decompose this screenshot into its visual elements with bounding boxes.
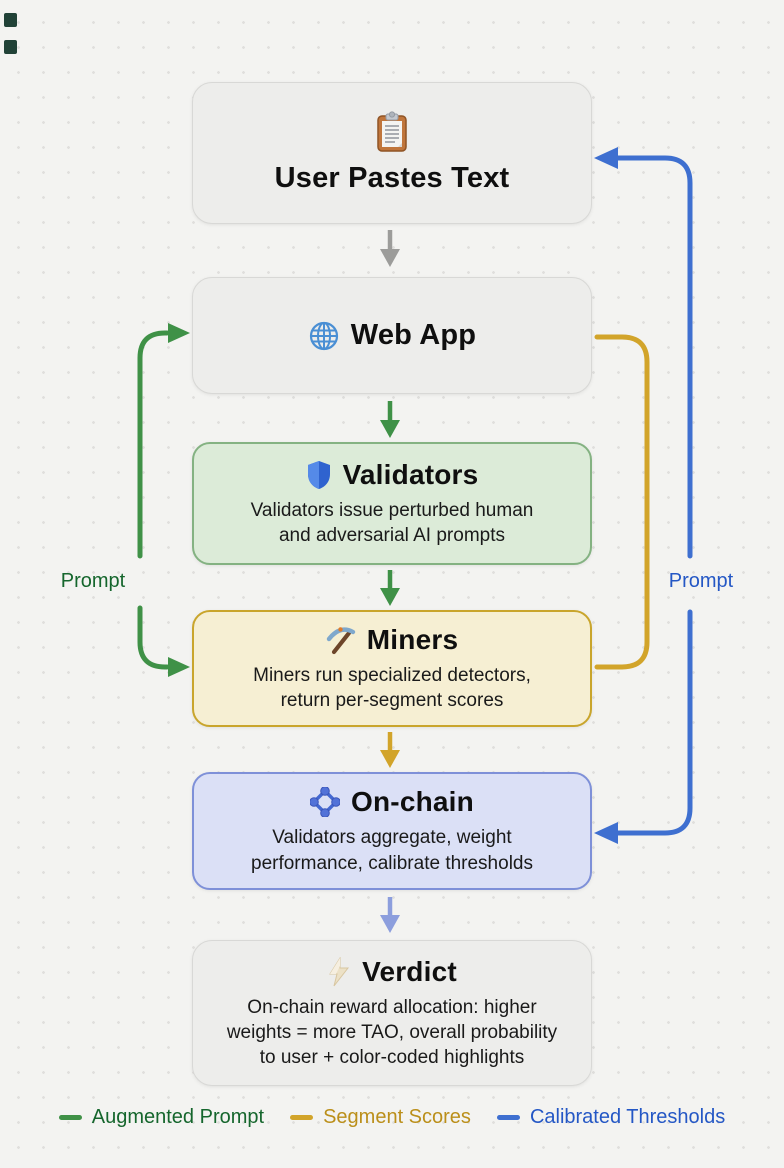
legend-label: Augmented Prompt xyxy=(91,1106,265,1128)
chain-node-icon xyxy=(310,787,341,818)
arrowhead-down-icon xyxy=(380,420,400,438)
edge-miners-to-onchain xyxy=(380,732,400,768)
legend-dash-icon xyxy=(290,1114,314,1121)
edge-segment-scores-right xyxy=(594,334,650,670)
legend-label: Calibrated Thresholds xyxy=(529,1106,726,1128)
node-title: User Pastes Text xyxy=(274,162,510,194)
node-validators: Validators Validators issue perturbed hu… xyxy=(192,442,592,565)
node-verdict: Verdict On-chain reward allocation: high… xyxy=(192,940,592,1086)
node-on-chain: On-chain Validators aggregate, weight pe… xyxy=(192,772,592,890)
node-title: Verdict xyxy=(362,955,457,987)
clipboard-icon xyxy=(374,111,410,153)
edge-augmented-prompt-left xyxy=(137,323,190,677)
node-title: On-chain xyxy=(351,786,474,818)
corner-mark xyxy=(4,40,17,54)
arrowhead-left-icon xyxy=(594,147,618,169)
node-subtitle: Miners run specialized detectors, return… xyxy=(253,664,531,711)
legend-dash-icon xyxy=(58,1114,82,1121)
node-web-app: Web App xyxy=(192,277,592,394)
edge-label-prompt-left: Prompt xyxy=(60,570,126,592)
legend-dash-icon xyxy=(496,1114,520,1121)
arrowhead-down-icon xyxy=(380,750,400,768)
edge-label-prompt-right: Prompt xyxy=(668,570,734,592)
node-subtitle: On-chain reward allocation: higher weigh… xyxy=(226,996,558,1069)
node-title: Validators xyxy=(342,458,479,490)
legend-item-segment-scores: Segment Scores xyxy=(290,1106,471,1129)
legend: Augmented Prompt Segment Scores Calibrat… xyxy=(0,1106,784,1129)
arrowhead-down-icon xyxy=(380,249,400,267)
arrowhead-down-icon xyxy=(380,588,400,606)
node-user-pastes-text: User Pastes Text xyxy=(192,82,592,224)
arrowhead-right-icon xyxy=(168,323,190,343)
arrowhead-down-icon xyxy=(380,915,400,933)
edge-calibrated-thresholds-right xyxy=(594,147,693,844)
node-subtitle: Validators aggregate, weight performance… xyxy=(251,827,533,874)
edge-onchain-to-verdict xyxy=(380,897,400,933)
shield-icon xyxy=(306,460,332,490)
legend-item-augmented-prompt: Augmented Prompt xyxy=(58,1106,265,1129)
lightning-icon xyxy=(327,956,351,987)
legend-label: Segment Scores xyxy=(323,1106,471,1128)
node-title: Web App xyxy=(350,319,477,351)
arrowhead-right-icon xyxy=(168,657,190,677)
node-miners: Miners Miners run specialized detectors,… xyxy=(192,610,592,727)
edge-validators-to-miners xyxy=(380,570,400,606)
edge-user-to-webapp xyxy=(380,230,400,267)
node-title: Miners xyxy=(366,623,459,655)
edge-webapp-to-validators xyxy=(380,401,400,438)
pickaxe-icon xyxy=(326,625,356,655)
legend-item-calibrated-thresholds: Calibrated Thresholds xyxy=(496,1106,726,1129)
node-subtitle: Validators issue perturbed human and adv… xyxy=(250,499,534,546)
corner-mark xyxy=(4,13,17,27)
globe-icon xyxy=(308,320,340,352)
arrowhead-left-icon xyxy=(594,822,618,844)
